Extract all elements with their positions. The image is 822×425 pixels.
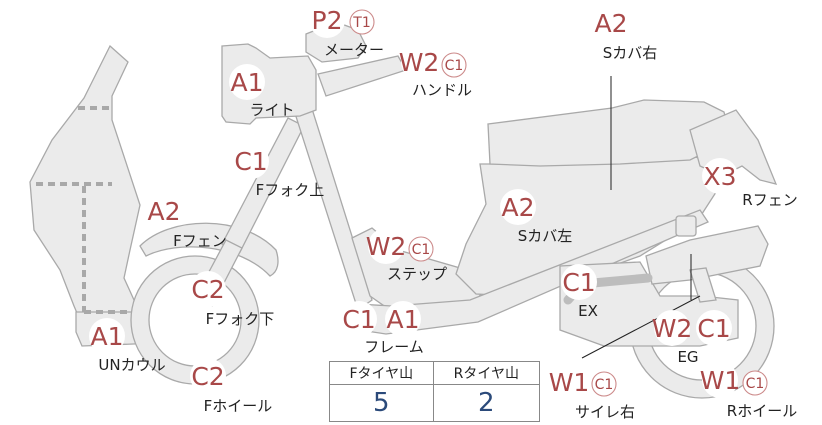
handle-label: ハンドル bbox=[412, 81, 472, 99]
r-wheel-code: W1 bbox=[700, 366, 741, 395]
muffler-right-code: W1 bbox=[549, 368, 590, 397]
frame-code: C1 bbox=[342, 305, 375, 334]
muffler-cap-shape bbox=[675, 215, 697, 237]
meter-label: メーター bbox=[324, 41, 384, 59]
callout-s-cover-right: A2 Sカバ右 bbox=[593, 5, 657, 62]
rear-tire-value: 2 bbox=[432, 384, 541, 422]
handlebar-shape bbox=[317, 55, 407, 97]
callout-muffler-right: W1 C1 サイレ右 bbox=[549, 364, 635, 421]
r-fender-label: Rフェン bbox=[742, 191, 797, 209]
engine-label: EG bbox=[677, 348, 698, 366]
light-code: A1 bbox=[230, 68, 263, 97]
callout-s-cover-left: A2 Sカバ左 bbox=[500, 189, 572, 245]
handle-subcode: C1 bbox=[445, 58, 464, 74]
front-tire-value: 5 bbox=[329, 384, 434, 422]
r-fender-code: X3 bbox=[703, 162, 736, 191]
meter-subcode: T1 bbox=[352, 15, 370, 31]
f-fork-upper-code: C1 bbox=[234, 147, 267, 176]
s-cover-right-label: Sカバ右 bbox=[603, 44, 658, 62]
callout-f-fender: A2 Fフェン bbox=[146, 193, 227, 250]
callout-f-fork-upper: C1 Fフォク上 bbox=[233, 143, 324, 199]
callout-un-cowl: A1 UNカウル bbox=[89, 318, 166, 374]
front-tire-header: Fタイヤ山 bbox=[329, 361, 434, 385]
f-fork-upper-label: Fフォク上 bbox=[256, 181, 325, 199]
tire-table-header-row: Fタイヤ山 Rタイヤ山 bbox=[329, 361, 541, 385]
step-code: W2 bbox=[366, 232, 407, 261]
light-label: ライト bbox=[249, 101, 294, 119]
leader-muffler bbox=[581, 295, 701, 359]
tire-tread-table: Fタイヤ山 Rタイヤ山 5 2 bbox=[329, 361, 541, 422]
callout-exhaust: C1 EX bbox=[561, 264, 598, 320]
f-fork-lower-label: Fフォク下 bbox=[206, 310, 275, 328]
engine-code-2: C1 bbox=[697, 314, 730, 343]
s-cover-left-label: Sカバ左 bbox=[518, 227, 573, 245]
engine-code: W2 bbox=[652, 314, 693, 343]
rear-shock-shape bbox=[689, 267, 717, 303]
exhaust-label: EX bbox=[578, 302, 598, 320]
handle-code: W2 bbox=[399, 48, 440, 77]
part-callouts: P2 T1 メーター A2 Sカバ右 A1 ライト W2 C1 ハンドル C bbox=[89, 2, 798, 421]
tire-table-value-row: 5 2 bbox=[329, 384, 541, 422]
motorcycle-silhouette bbox=[29, 21, 778, 399]
f-fender-label: Fフェン bbox=[173, 232, 227, 250]
f-fender-code: A2 bbox=[147, 197, 180, 226]
rear-tire-header: Rタイヤ山 bbox=[432, 361, 541, 385]
muffler-shape bbox=[645, 225, 769, 285]
r-wheel-subcode: C1 bbox=[746, 376, 765, 392]
f-wheel-code: C2 bbox=[191, 362, 224, 391]
frame-code-2: A1 bbox=[386, 305, 419, 334]
un-cowl-code: A1 bbox=[90, 322, 123, 351]
callout-meter: P2 T1 メーター bbox=[309, 2, 384, 59]
callout-f-fork-lower: C2 Fフォク下 bbox=[190, 271, 274, 328]
exhaust-code: C1 bbox=[562, 268, 595, 297]
step-subcode: C1 bbox=[412, 242, 431, 258]
r-wheel-label: Rホイール bbox=[727, 402, 797, 420]
s-cover-left-code: A2 bbox=[501, 193, 534, 222]
s-cover-right-code: A2 bbox=[594, 9, 627, 38]
callout-step: W2 C1 ステップ bbox=[366, 228, 447, 283]
muffler-right-subcode: C1 bbox=[595, 377, 614, 393]
callout-r-fender: X3 Rフェン bbox=[702, 158, 798, 209]
callout-f-wheel: C2 Fホイール bbox=[190, 358, 272, 415]
callout-engine: W2 C1 EG bbox=[652, 310, 732, 366]
callout-frame: C1 A1 フレーム bbox=[341, 301, 424, 356]
callout-handle: W2 C1 ハンドル bbox=[399, 44, 472, 99]
step-label: ステップ bbox=[387, 265, 447, 283]
un-cowl-label: UNカウル bbox=[98, 356, 165, 374]
callout-light: A1 ライト bbox=[229, 64, 295, 119]
f-fork-lower-code: C2 bbox=[191, 275, 224, 304]
meter-code: P2 bbox=[312, 6, 343, 35]
frame-label: フレーム bbox=[364, 338, 424, 356]
headlight-shape bbox=[221, 43, 317, 125]
f-wheel-label: Fホイール bbox=[204, 397, 273, 415]
muffler-right-label: サイレ右 bbox=[575, 403, 635, 421]
callout-r-wheel: W1 C1 Rホイール bbox=[700, 362, 797, 420]
frame-tube-shape bbox=[291, 95, 373, 312]
